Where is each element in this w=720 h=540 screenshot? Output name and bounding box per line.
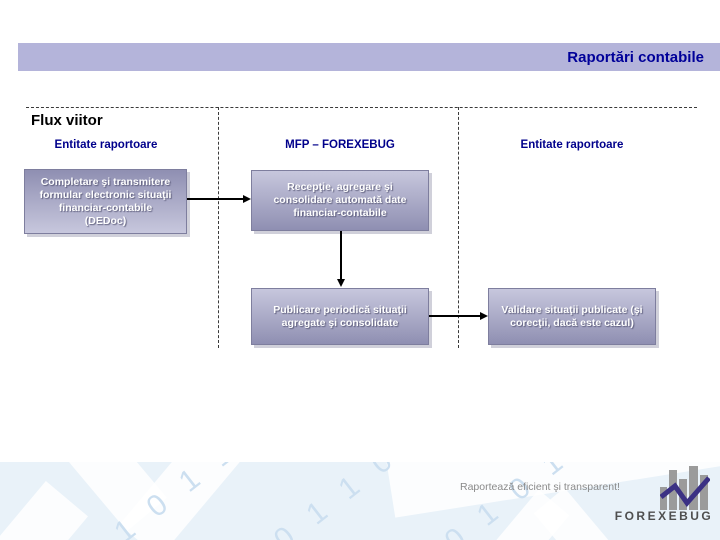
forexebug-brand-text: FOREXEBUG (614, 509, 714, 523)
horizontal-dashed-divider (26, 107, 697, 108)
column-header-entitate-raportoare-left: Entitate raportoare (54, 139, 158, 151)
binary-watermark: 1 0 1 1 0 (235, 462, 405, 540)
slide-title-bar: Raportări contabile (18, 43, 720, 71)
flow-box-validare: Validare situaţii publicate (şi corecţii… (488, 288, 656, 345)
flow-box-completare: Completare şi transmitere formular elect… (24, 169, 187, 234)
flow-box-publicare: Publicare periodică situaţii agregate şi… (251, 288, 429, 345)
flow-box-receptie: Recepţie, agregare şi consolidare automa… (251, 170, 429, 231)
vertical-dashed-divider-left (218, 107, 219, 348)
footer-band: 0 1 0 1 1 0 1 0 1 1 0 1 0 1 0 1 0 1 Rapo… (0, 462, 720, 540)
arrow-head-right-icon (480, 312, 488, 320)
section-title: Flux viitor (31, 112, 103, 129)
arrow-completare-to-receptie (187, 195, 251, 203)
arrow-publicare-to-validare (429, 312, 488, 320)
footer-slogan: Raportează eficient şi transparent! (460, 481, 620, 493)
arrow-head-right-icon (243, 195, 251, 203)
arrow-receptie-to-publicare (337, 231, 345, 287)
arrow-shaft (187, 198, 245, 200)
slide-title: Raportări contabile (567, 48, 704, 66)
arrow-head-down-icon (337, 279, 345, 287)
chevron-decoration (0, 481, 88, 540)
arrow-shaft (340, 231, 342, 281)
column-header-entitate-raportoare-right: Entitate raportoare (520, 139, 624, 151)
column-header-mfp-forexebug: MFP – FOREXEBUG (285, 139, 395, 151)
vertical-dashed-divider-right (458, 107, 459, 348)
forexebug-logo-icon (660, 466, 710, 510)
arrow-shaft (429, 315, 482, 317)
